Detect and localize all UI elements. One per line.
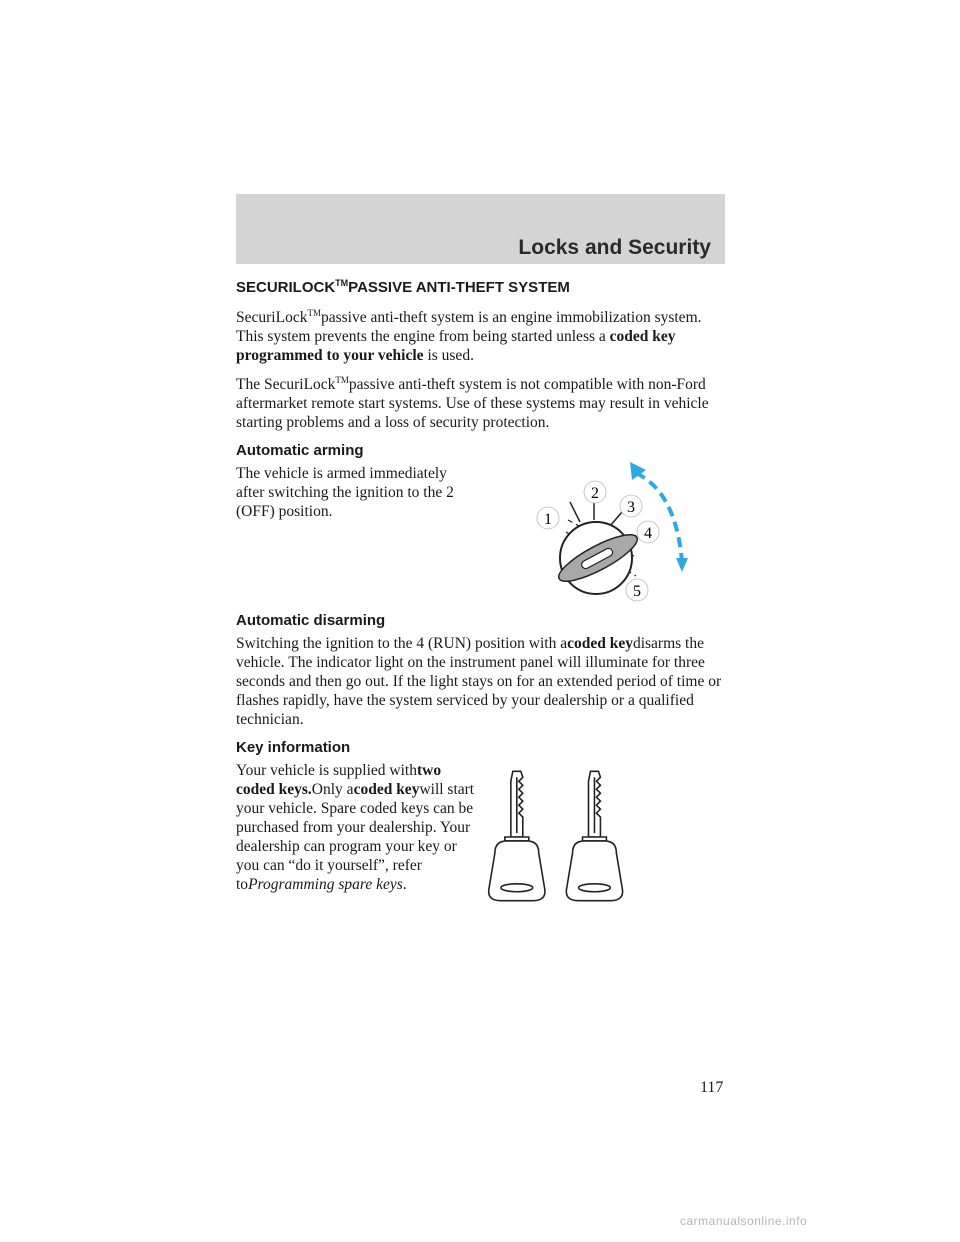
brand-name: The SecuriLock bbox=[236, 376, 336, 394]
trademark-symbol: TM bbox=[335, 375, 349, 386]
key-text-1: Your vehicle is supplied with bbox=[236, 762, 417, 780]
coded-key-right bbox=[565, 770, 624, 902]
intro-post: is used. bbox=[427, 347, 474, 365]
position-label-5: 5 bbox=[633, 583, 641, 600]
label-ring-4 bbox=[636, 520, 660, 544]
disarm-bold: coded key bbox=[567, 635, 633, 653]
position-label-2: 2 bbox=[591, 485, 599, 502]
page-content: SECURILOCKTMPASSIVE ANTI-THEFT SYSTEM Se… bbox=[236, 268, 726, 907]
position-line-3 bbox=[609, 511, 623, 527]
page-number: 117 bbox=[700, 1079, 724, 1096]
arrow-head-bottom bbox=[676, 558, 688, 573]
key-information-text: Your vehicle is supplied withtwo coded k… bbox=[236, 761, 475, 894]
title-pre: SECURILOCK bbox=[236, 279, 336, 296]
position-label-4: 4 bbox=[644, 525, 652, 542]
key-information-row: Your vehicle is supplied withtwo coded k… bbox=[236, 761, 726, 907]
header-band: Locks and Security bbox=[236, 194, 725, 264]
disarm-post: disarms the vehicle. The indicator light… bbox=[236, 635, 722, 729]
key-text-3: will start your vehicle. Spare coded key… bbox=[236, 781, 475, 894]
key-information-heading: Key information bbox=[236, 739, 351, 757]
key-blade bbox=[557, 534, 639, 583]
title-post: PASSIVE ANTI-THEFT SYSTEM bbox=[348, 279, 570, 296]
label-ring-2 bbox=[583, 480, 607, 504]
key-text-4: . bbox=[402, 876, 407, 894]
key-bold-1: two coded keys. bbox=[236, 762, 442, 799]
coded-key-left bbox=[487, 770, 546, 902]
position-line-1 bbox=[569, 501, 581, 523]
label-ring-1 bbox=[536, 506, 560, 530]
programming-spare-keys-reference: Programming spare keys bbox=[248, 876, 403, 894]
compatibility-paragraph: The SecuriLockTMpassive anti-theft syste… bbox=[236, 371, 726, 432]
automatic-disarming-text: Switching the ignition to the 4 (RUN) po… bbox=[236, 634, 726, 729]
ignition-switch-diagram: 1 2 3 4 5 bbox=[536, 462, 688, 602]
key-bold-2: coded key bbox=[353, 781, 420, 799]
rotation-arrow bbox=[635, 471, 684, 563]
automatic-arming-heading: Automatic arming bbox=[236, 442, 364, 460]
trademark-symbol: TM bbox=[307, 308, 321, 318]
disarm-pre: Switching the ignition to the 4 (RUN) po… bbox=[236, 635, 568, 653]
automatic-arming-row: The vehicle is armed immediately after s… bbox=[236, 462, 726, 610]
trademark-symbol: TM bbox=[335, 278, 349, 288]
automatic-disarming-heading: Automatic disarming bbox=[236, 612, 386, 630]
compatibility-text: passive anti-theft system is not compati… bbox=[236, 376, 709, 432]
section-title: SECURILOCKTMPASSIVE ANTI-THEFT SYSTEM bbox=[236, 278, 726, 296]
watermark: carmanualsonline.info bbox=[680, 1214, 808, 1228]
section-header-title: Locks and Security bbox=[518, 236, 711, 259]
automatic-arming-text: The vehicle is armed immediately after s… bbox=[236, 465, 454, 521]
intro-paragraph: SecuriLockTMpassive anti-theft system is… bbox=[236, 304, 726, 365]
key-text-2: Only a bbox=[311, 781, 354, 799]
label-ring-5 bbox=[625, 578, 649, 602]
coded-keys-illustration bbox=[487, 770, 624, 902]
intro-bold: coded key programmed to your vehicle bbox=[236, 328, 676, 365]
brand-name: SecuriLock bbox=[236, 309, 308, 327]
position-label-3: 3 bbox=[627, 499, 635, 516]
label-ring-3 bbox=[619, 494, 643, 518]
arrow-head-top bbox=[630, 462, 646, 481]
position-label-1: 1 bbox=[544, 511, 552, 528]
intro-text: passive anti-theft system is an engine i… bbox=[236, 309, 702, 346]
